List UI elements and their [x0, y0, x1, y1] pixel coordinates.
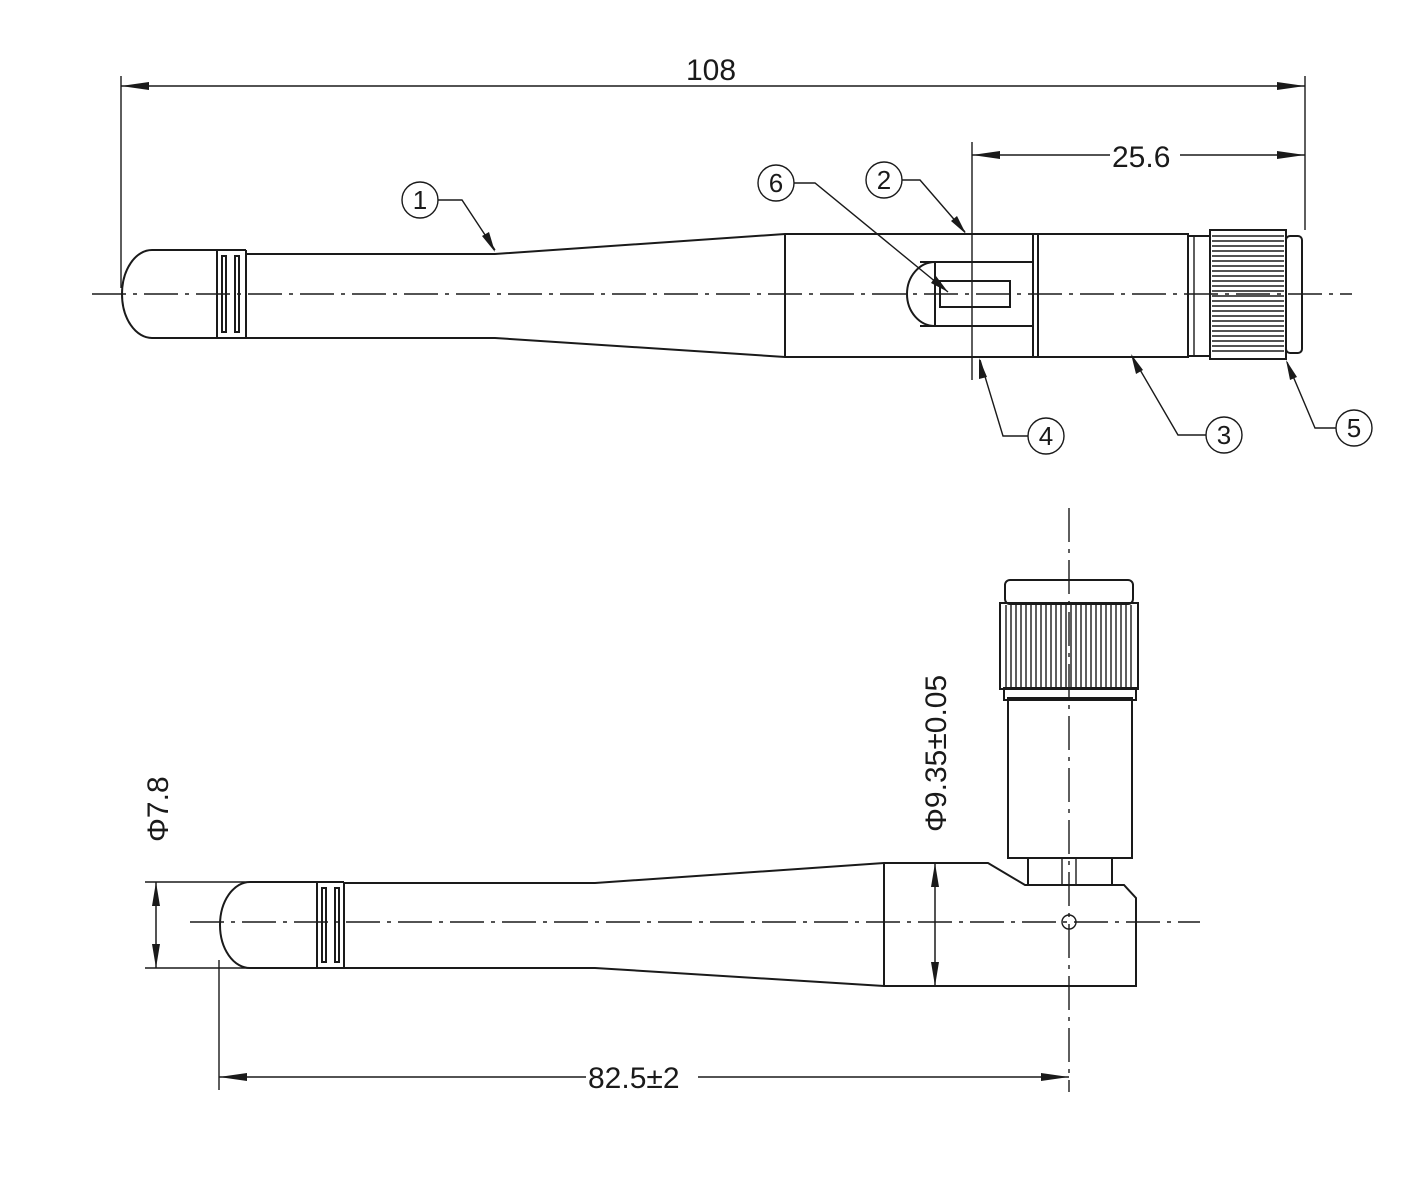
callout-1: 1 [413, 185, 427, 215]
callout-6: 6 [769, 168, 783, 198]
dim-connector-length: 25.6 [1112, 141, 1170, 174]
bent-groove [334, 887, 340, 963]
callout-4: 4 [1039, 421, 1053, 451]
bent-nut-end [1004, 579, 1134, 605]
top-connector-sleeve [1037, 233, 1189, 358]
top-groove [234, 255, 240, 333]
callout-1-leader [438, 199, 496, 251]
callout-3-leader [1131, 355, 1206, 436]
pivot-hole [1061, 914, 1077, 930]
top-view: 108 25.6 1 6 2 4 3 5 [92, 54, 1373, 455]
bent-whip-body [344, 862, 1137, 987]
bent-knurl-lines [1005, 605, 1132, 687]
bent-tip-cap [219, 881, 317, 969]
top-whip-upper [246, 233, 1038, 255]
callout-5: 5 [1347, 413, 1361, 443]
dim-tip-diameter: Φ7.8 [142, 776, 175, 842]
dim-bent-length: 82.5±2 [588, 1062, 680, 1095]
top-tip-cap [121, 249, 217, 339]
top-hinge-dome [906, 261, 936, 327]
top-groove [221, 255, 227, 333]
dim-overall-length: 108 [686, 54, 736, 87]
top-hinge-slot [939, 280, 1011, 308]
callout-4-leader [979, 359, 1028, 437]
callout-6-leader [794, 182, 949, 293]
top-connector-ring [1187, 235, 1211, 357]
top-nut-end [1285, 235, 1303, 354]
callout-5-leader [1286, 361, 1336, 429]
top-knurl-lines [1212, 235, 1284, 352]
dim-body-diameter: Φ9.35±0.05 [920, 675, 953, 832]
callout-2: 2 [877, 165, 891, 195]
callout-3: 3 [1217, 420, 1231, 450]
callout-2-leader [902, 179, 966, 233]
top-whip-lower [246, 337, 1038, 358]
bent-connector-sleeve [1007, 697, 1133, 859]
bent-connector-neck [1027, 857, 1113, 886]
bent-groove [321, 887, 327, 963]
bent-view: Φ7.8 Φ9.35±0.05 82.5±2 [142, 508, 1200, 1095]
